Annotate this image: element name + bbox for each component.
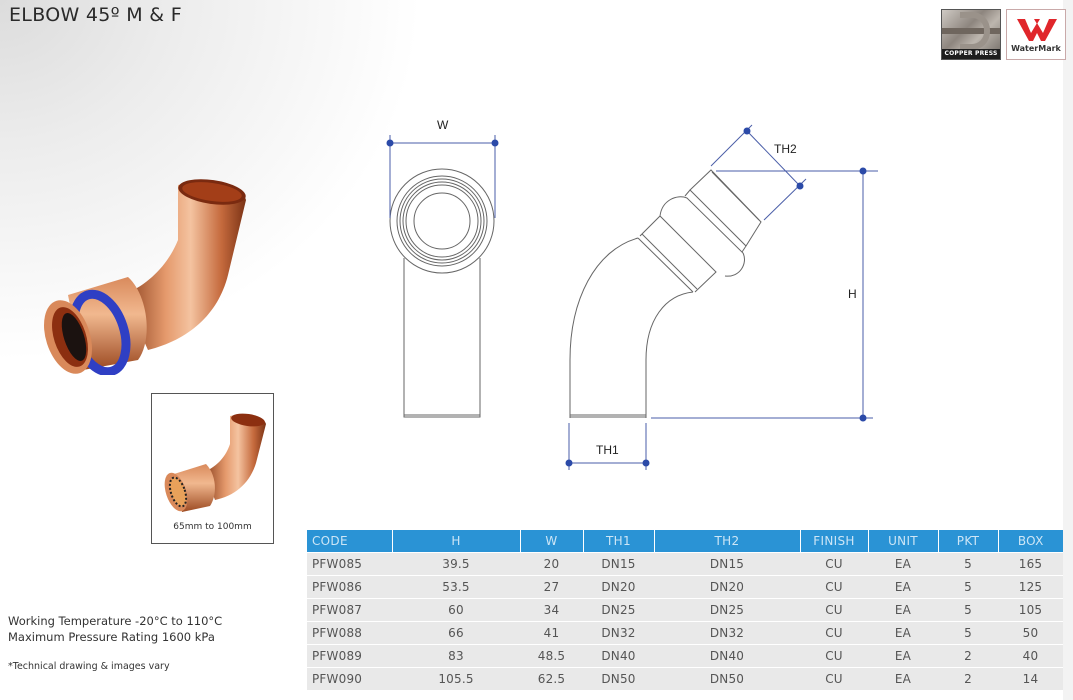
copper-press-badge: COPPER PRESS — [941, 9, 1001, 60]
w-label: W — [437, 118, 449, 132]
cell-finish: CU — [800, 666, 868, 690]
cell-unit: EA — [868, 551, 938, 575]
inset-caption: 65mm to 100mm — [173, 522, 252, 532]
cell-box: 50 — [998, 620, 1063, 644]
cell-pkt: 2 — [938, 666, 998, 690]
cell-code: PFW089 — [307, 643, 392, 667]
cell-pkt: 5 — [938, 620, 998, 644]
cell-th1: DN25 — [583, 597, 654, 621]
table-row: PFW090 105.5 62.5 DN50 DN50 CU EA 2 14 — [307, 666, 1063, 690]
cell-h: 66 — [392, 620, 520, 644]
cell-h: 83 — [392, 643, 520, 667]
cell-box: 40 — [998, 643, 1063, 667]
cell-th2: DN40 — [654, 643, 800, 667]
cell-h: 53.5 — [392, 574, 520, 598]
working-temperature: Working Temperature -20°C to 110°C — [8, 614, 223, 628]
cell-box: 125 — [998, 574, 1063, 598]
max-pressure-rating: Maximum Pressure Rating 1600 kPa — [8, 630, 215, 644]
cell-pkt: 5 — [938, 574, 998, 598]
product-photo-inset: 65mm to 100mm — [151, 393, 274, 544]
front-view-drawing — [389, 168, 495, 418]
cell-th2: DN20 — [654, 574, 800, 598]
cell-box: 105 — [998, 597, 1063, 621]
side-view-drawing — [569, 169, 762, 418]
watermark-label: WaterMark — [1011, 44, 1061, 53]
cell-w: 48.5 — [520, 643, 583, 667]
table-row: PFW086 53.5 27 DN20 DN20 CU EA 5 125 — [307, 574, 1063, 598]
col-header-th2: TH2 — [654, 530, 801, 552]
cell-box: 165 — [998, 551, 1063, 575]
cell-th2: DN32 — [654, 620, 800, 644]
cell-finish: CU — [800, 643, 868, 667]
col-header-box: BOX — [998, 530, 1063, 552]
cell-th1: DN40 — [583, 643, 654, 667]
cell-w: 62.5 — [520, 666, 583, 690]
product-photo-main — [44, 179, 246, 375]
cell-h: 105.5 — [392, 666, 520, 690]
cell-th1: DN15 — [583, 551, 654, 575]
cell-code: PFW088 — [307, 620, 392, 644]
th1-label: TH1 — [596, 443, 619, 457]
cell-w: 41 — [520, 620, 583, 644]
cell-th2: DN50 — [654, 666, 800, 690]
col-header-code: CODE — [307, 530, 393, 552]
cell-unit: EA — [868, 666, 938, 690]
col-header-unit: UNIT — [868, 530, 939, 552]
copper-press-logo-icon — [960, 12, 990, 50]
footnote: *Technical drawing & images vary — [8, 661, 170, 672]
col-header-h: H — [392, 530, 521, 552]
col-header-finish: FINISH — [800, 530, 869, 552]
cell-code: PFW087 — [307, 597, 392, 621]
cell-unit: EA — [868, 597, 938, 621]
cell-w: 27 — [520, 574, 583, 598]
cell-finish: CU — [800, 597, 868, 621]
product-spec-table: CODE H W TH1 TH2 FINISH UNIT PKT BOX PFW… — [307, 530, 1063, 690]
cell-finish: CU — [800, 620, 868, 644]
col-header-pkt: PKT — [938, 530, 999, 552]
cell-w: 34 — [520, 597, 583, 621]
table-row: PFW087 60 34 DN25 DN25 CU EA 5 105 — [307, 597, 1063, 621]
table-row: PFW089 83 48.5 DN40 DN40 CU EA 2 40 — [307, 643, 1063, 667]
h-label: H — [848, 287, 857, 301]
cell-pkt: 5 — [938, 597, 998, 621]
cell-h: 39.5 — [392, 551, 520, 575]
cell-pkt: 5 — [938, 551, 998, 575]
copper-press-label: COPPER PRESS — [942, 49, 1000, 59]
cell-pkt: 2 — [938, 643, 998, 667]
page-title: ELBOW 45º M & F — [9, 4, 182, 26]
cell-unit: EA — [868, 574, 938, 598]
cell-unit: EA — [868, 643, 938, 667]
specifications: Working Temperature -20°C to 110°C Maxim… — [8, 613, 222, 645]
table-header-row: CODE H W TH1 TH2 FINISH UNIT PKT BOX — [307, 530, 1063, 552]
col-header-th1: TH1 — [583, 530, 655, 552]
col-header-w: W — [520, 530, 584, 552]
cell-w: 20 — [520, 551, 583, 575]
table-row: PFW085 39.5 20 DN15 DN15 CU EA 5 165 — [307, 551, 1063, 575]
table-row: PFW088 66 41 DN32 DN32 CU EA 5 50 — [307, 620, 1063, 644]
w-dimension — [389, 135, 496, 218]
h-dimension — [651, 170, 878, 419]
cell-box: 14 — [998, 666, 1063, 690]
th2-dimension — [710, 124, 807, 221]
watermark-badge: WaterMark — [1006, 9, 1066, 60]
watermark-w-icon — [1017, 19, 1057, 41]
copper-press-logo-bar — [942, 28, 1000, 34]
cell-h: 60 — [392, 597, 520, 621]
cell-code: PFW090 — [307, 666, 392, 690]
cell-finish: CU — [800, 574, 868, 598]
cell-th1: DN50 — [583, 666, 654, 690]
cell-th1: DN32 — [583, 620, 654, 644]
cell-th1: DN20 — [583, 574, 654, 598]
th2-label: TH2 — [774, 142, 797, 156]
cell-th2: DN15 — [654, 551, 800, 575]
cell-unit: EA — [868, 620, 938, 644]
page-edge — [1063, 0, 1073, 700]
cell-finish: CU — [800, 551, 868, 575]
cell-code: PFW085 — [307, 551, 392, 575]
product-photo-large-size — [164, 413, 266, 512]
cell-th2: DN25 — [654, 597, 800, 621]
cell-code: PFW086 — [307, 574, 392, 598]
